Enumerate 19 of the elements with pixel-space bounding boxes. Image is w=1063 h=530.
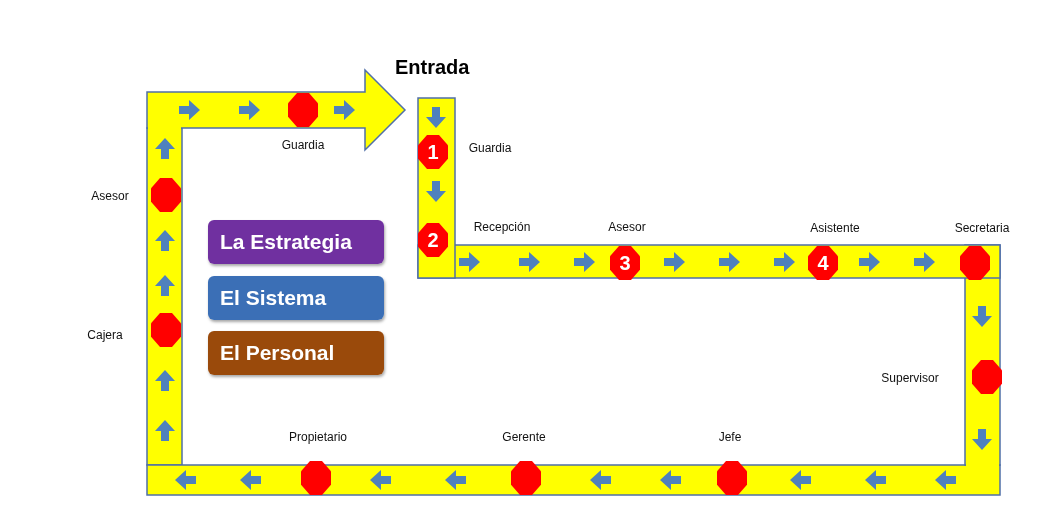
role-label: Gerente [502,430,546,444]
stop-sign [511,461,541,495]
role-label: Recepción [473,220,531,234]
role-label: Asistente [810,221,860,235]
role-label: Supervisor [881,371,939,385]
category-panel: La Estrategia [208,220,384,264]
entrance-label: Entrada [395,56,470,79]
role-label: Propietario [289,430,347,444]
role-label: Asesor [91,189,129,203]
role-label: Guardia [468,141,512,155]
role-label: Jefe [718,430,742,444]
role-label: Cajera [87,328,123,342]
stop-sign [301,461,331,495]
category-panel: El Personal [208,331,384,375]
role-label: Secretaria [954,221,1010,235]
role-label: Asesor [608,220,646,234]
stop-sign [717,461,747,495]
category-panel: El Sistema [208,276,384,320]
role-label: Guardia [281,138,325,152]
